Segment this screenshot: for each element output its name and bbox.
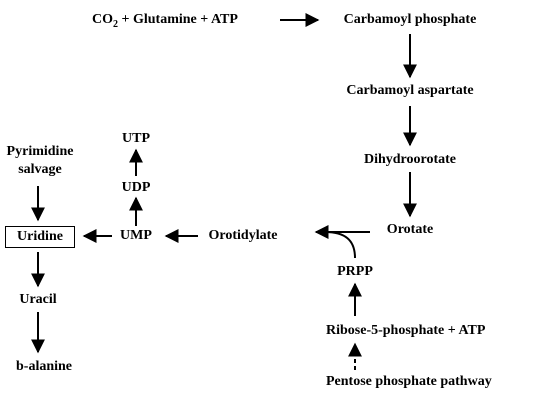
prpp-label: PRPP	[337, 264, 373, 279]
udp-label: UDP	[121, 180, 151, 195]
uridine-box	[5, 226, 75, 248]
pentose-phosphate-pathway-label: Pentose phosphate pathway	[326, 374, 492, 389]
utp-label: UTP	[122, 131, 150, 146]
co2-label: CO	[92, 12, 113, 27]
co2-subscript: 2	[113, 19, 118, 30]
pyrimidine-salvage-line1: Pyrimidine	[6, 144, 74, 159]
pyrimidine-salvage-line2: salvage	[18, 162, 62, 177]
reactants-rest: + Glutamine + ATP	[121, 12, 238, 27]
reactants-label: CO2 + Glutamine + ATP	[92, 12, 238, 33]
ribose-5-phosphate-label: Ribose-5-phosphate + ATP	[326, 323, 486, 338]
uridine-label: Uridine	[17, 229, 63, 244]
dihydroorotate-label: Dihydroorotate	[363, 152, 457, 167]
carbamoyl-phosphate-label: Carbamoyl phosphate	[343, 12, 477, 27]
carbamoyl-aspartate-label: Carbamoyl aspartate	[346, 83, 474, 98]
arrow-prpp-joining	[324, 231, 356, 259]
b-alanine-label: b-alanine	[15, 359, 73, 374]
ump-label: UMP	[120, 228, 152, 243]
orotate-label: Orotate	[386, 222, 434, 237]
uracil-label: Uracil	[19, 292, 57, 307]
orotidylate-label: Orotidylate	[208, 228, 278, 243]
